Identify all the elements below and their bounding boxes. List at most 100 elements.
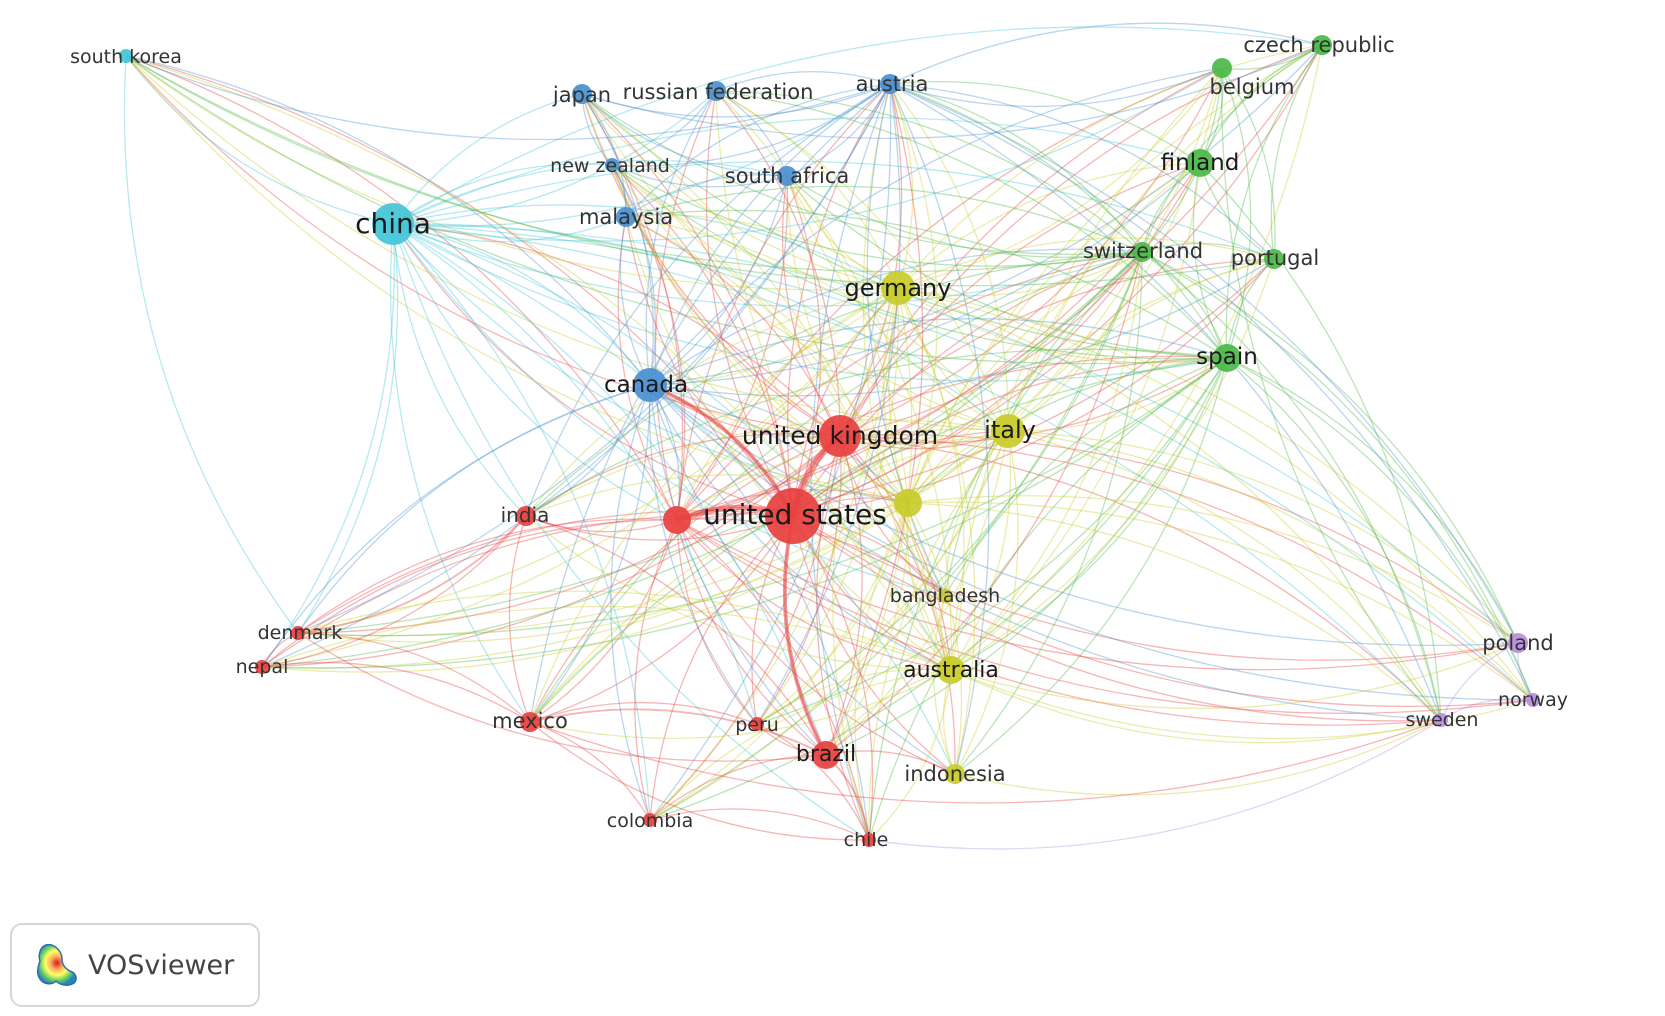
node-belgium[interactable] (1212, 58, 1232, 78)
node-italy[interactable] (991, 414, 1025, 448)
link-new_zealand-south_africa (611, 164, 788, 188)
link-switzerland-new_zealand (611, 164, 1143, 267)
link-spain-india (525, 348, 1228, 517)
link-spain-nepal (261, 357, 1228, 669)
node-south-korea[interactable] (119, 49, 133, 63)
link-yellow_unlabeled-chile (854, 502, 909, 841)
link-canada-austria (649, 83, 891, 386)
node-norway[interactable] (1526, 693, 1540, 707)
link-united_kingdom-china (392, 223, 841, 437)
node-germany[interactable] (881, 271, 915, 305)
link-australia-czech_republic (950, 44, 1323, 671)
link-russian_federation-new_zealand (611, 90, 717, 166)
link-china-norway (392, 223, 1534, 701)
link-united_states-chile (792, 515, 874, 841)
link-austria-finland (889, 80, 1201, 164)
node-label-nepal: nepal (236, 656, 289, 678)
link-germany-canada (649, 287, 899, 386)
link-united_states-sweden (792, 515, 1442, 722)
node-switzerland[interactable] (1132, 242, 1152, 262)
link-united_states-australia (792, 515, 952, 671)
node-indonesia[interactable] (945, 764, 965, 784)
link-united_kingdom-sweden (839, 435, 1442, 721)
node-austria[interactable] (880, 74, 900, 94)
node-mexico[interactable] (520, 712, 540, 732)
node-united-states[interactable] (765, 488, 821, 544)
link-germany-switzerland (897, 251, 1143, 297)
node-czech-republic[interactable] (1312, 35, 1332, 55)
link-germany-colombia (649, 287, 899, 821)
node-label-canada: canada (604, 372, 688, 398)
node-sweden[interactable] (1434, 713, 1448, 727)
link-czech_republic-finland (1199, 44, 1323, 164)
node-united-kingdom[interactable] (819, 415, 861, 457)
node-yellow-unlabeled[interactable] (894, 489, 922, 517)
node-new-zealand[interactable] (605, 158, 619, 172)
link-united_states-austria (786, 83, 891, 517)
link-united_kingdom-portugal (839, 258, 1275, 437)
link-germany-portugal (897, 237, 1275, 289)
link-spain-yellow_unlabeled (907, 357, 1228, 504)
link-united_states-nepal (261, 513, 794, 668)
node-russian-federation[interactable] (706, 81, 726, 101)
link-united_kingdom-denmark (297, 435, 841, 634)
link-united_states-spain (792, 357, 1228, 517)
link-italy-new_zealand (611, 164, 1009, 432)
node-spain[interactable] (1213, 344, 1241, 372)
node-chile[interactable] (862, 833, 876, 847)
link-united_states-south_korea (125, 55, 794, 517)
link-red_unlabeled-colombia (634, 519, 678, 821)
link-italy-bangladesh (944, 430, 1009, 597)
link-australia-japan (581, 93, 952, 671)
link-united_states-portugal (792, 258, 1275, 517)
node-china[interactable] (372, 203, 414, 245)
link-canada-india (525, 384, 651, 517)
link-germany-spain (897, 287, 1228, 364)
link-yellow_unlabeled-indonesia (907, 502, 963, 775)
link-australia-yellow_unlabeled (906, 502, 952, 671)
link-china-mexico (389, 223, 531, 723)
link-canada-south_korea (125, 55, 651, 386)
link-japan-czech_republic (581, 44, 1323, 139)
node-nepal[interactable] (255, 660, 269, 674)
link-red_unlabeled-south_africa (676, 175, 789, 521)
node-bangladesh[interactable] (938, 589, 952, 603)
link-united_kingdom-bangladesh (839, 435, 946, 597)
node-red-unlabeled[interactable] (663, 506, 691, 534)
link-united_kingdom-nepal (261, 435, 841, 668)
link-india-brazil (525, 515, 827, 756)
link-china-malaysia (392, 216, 627, 243)
node-portugal[interactable] (1264, 249, 1284, 269)
node-label-brazil: brazil (796, 742, 856, 767)
link-red_unlabeled-south_korea (125, 55, 678, 521)
node-colombia[interactable] (643, 813, 657, 827)
node-canada[interactable] (633, 368, 667, 402)
link-austria-belgium (889, 67, 1223, 108)
node-south-africa[interactable] (777, 166, 797, 186)
node-peru[interactable] (750, 717, 764, 731)
link-yellow_unlabeled-russian_federation (715, 90, 909, 504)
link-australia-new_zealand (611, 164, 952, 671)
node-japan[interactable] (572, 84, 592, 104)
node-finland[interactable] (1186, 149, 1214, 177)
link-austria-norway (889, 83, 1534, 701)
node-label-united-kingdom: united kingdom (742, 421, 938, 450)
node-australia[interactable] (937, 656, 965, 684)
link-italy-austria (889, 83, 1009, 432)
link-canada-indonesia (649, 384, 956, 775)
link-czech_republic-portugal (1270, 44, 1323, 260)
link-australia-peru (756, 668, 952, 725)
node-denmark[interactable] (291, 626, 305, 640)
link-spain-indonesia (954, 357, 1228, 775)
node-brazil[interactable] (812, 741, 840, 769)
link-mexico-peru (529, 701, 758, 725)
node-poland[interactable] (1508, 633, 1528, 653)
link-yellow_unlabeled-colombia (649, 502, 909, 821)
link-australia-india (525, 515, 952, 671)
node-india[interactable] (516, 506, 536, 526)
link-canada-malaysia (619, 216, 651, 386)
link-red_unlabeled-belgium (676, 67, 1223, 521)
link-yellow_unlabeled-brazil (825, 502, 909, 756)
node-label-indonesia: indonesia (904, 762, 1005, 786)
node-malaysia[interactable] (616, 207, 636, 227)
